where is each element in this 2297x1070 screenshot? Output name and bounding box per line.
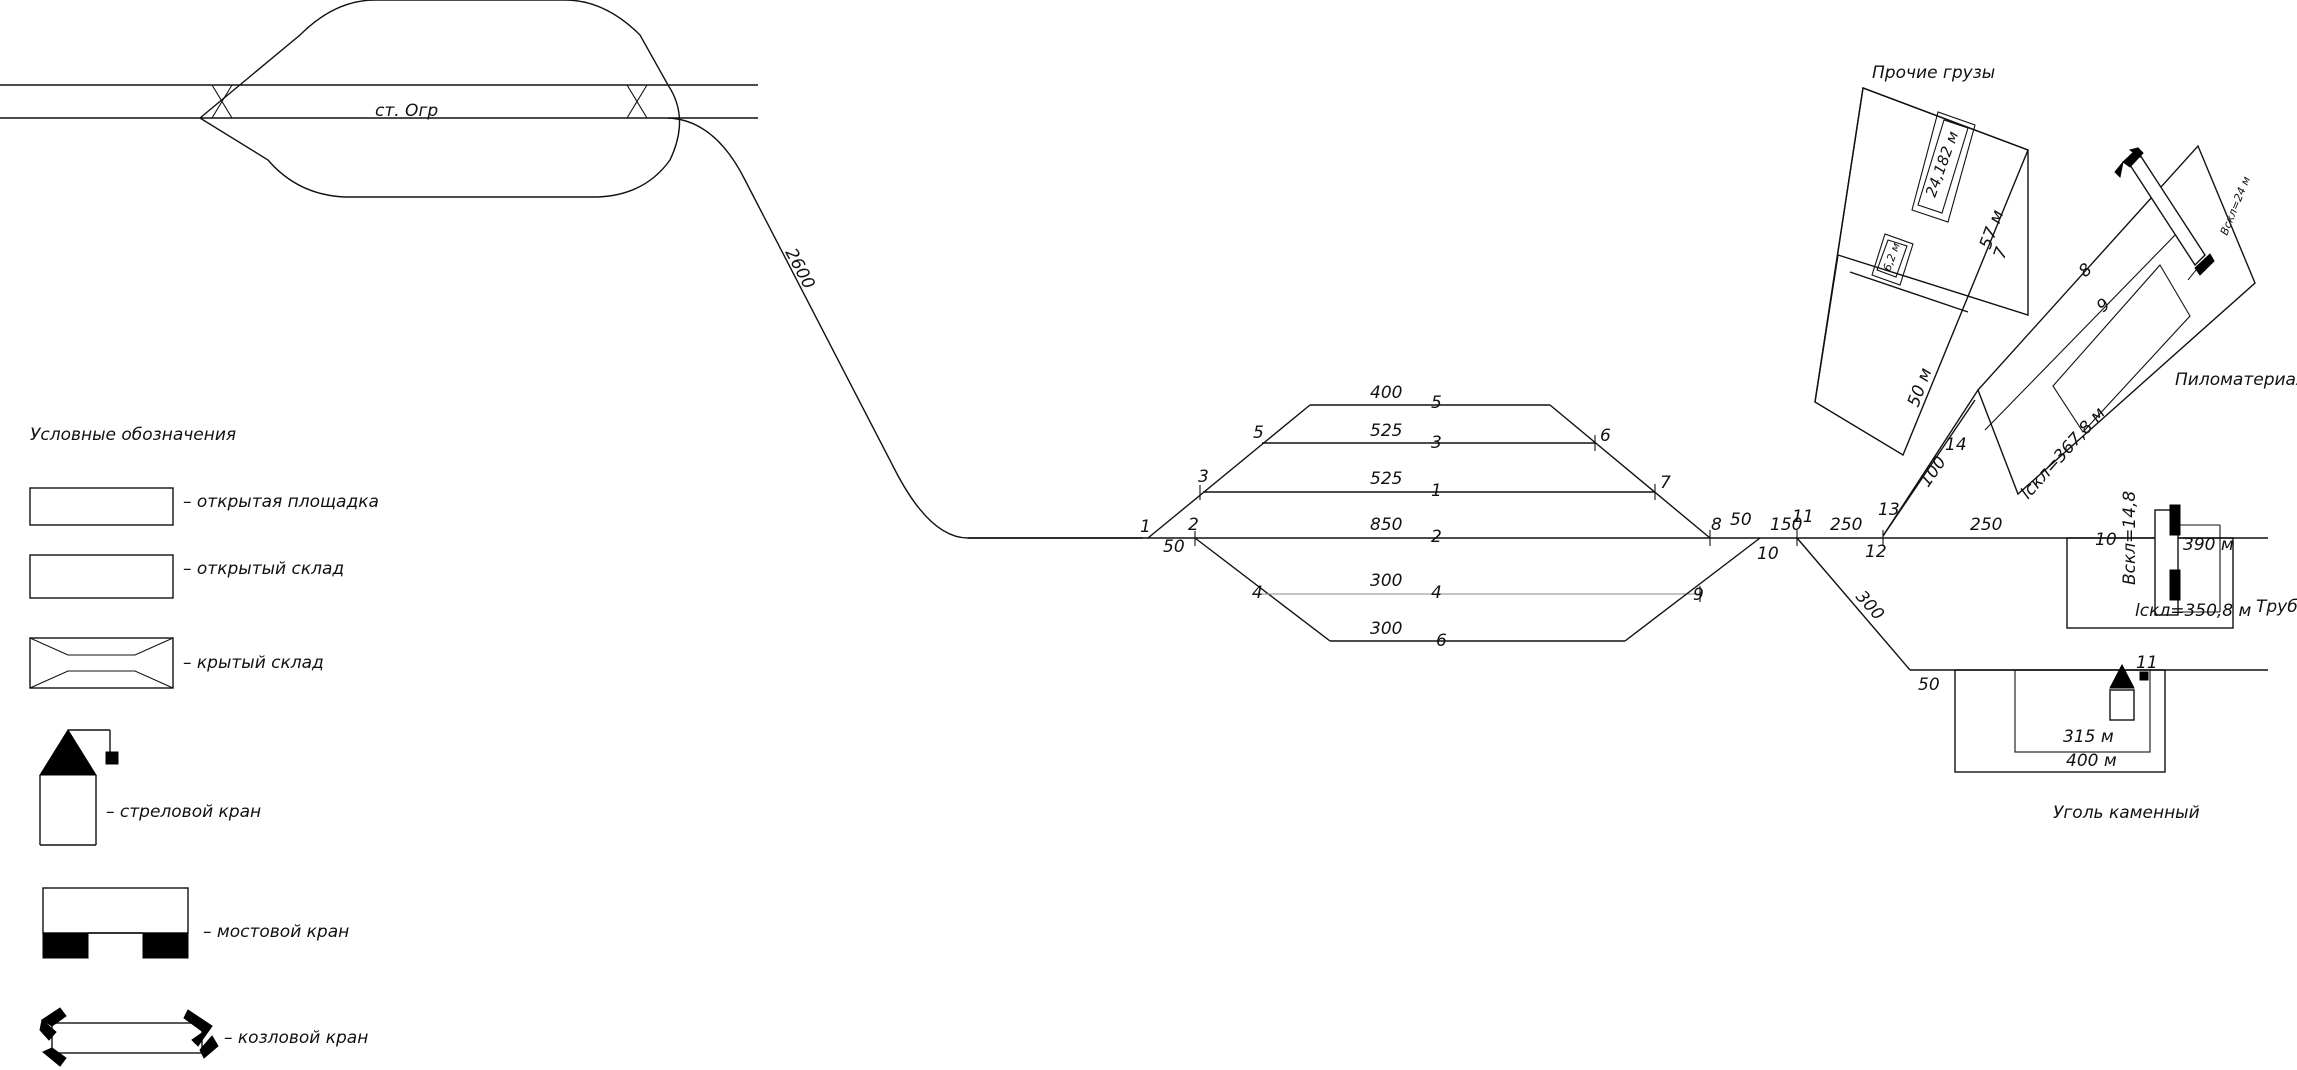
coal-inner-length: 315 м: [2063, 727, 2114, 747]
pipes-lskl: lскл=350,8 м: [2135, 601, 2252, 621]
track-5-length: 400: [1370, 383, 1402, 403]
coal-outer-length: 400 м: [2066, 751, 2117, 771]
pipes-label-10: 10: [2095, 530, 2117, 550]
track-3-number: 3: [1431, 433, 1442, 453]
legend-bridge-crane-label: – мостовой кран: [203, 922, 349, 942]
legend-jib-crane-label: – стреловой кран: [106, 802, 261, 822]
yard-label-12: 12: [1865, 542, 1887, 562]
legend-jib-crane-icon: [39, 729, 119, 846]
switch-5: 5: [1253, 423, 1264, 443]
yard-label-250b: 250: [1970, 515, 2002, 535]
pipes-length: 390 м: [2183, 535, 2234, 555]
other-cargo-len2: 50 м: [1904, 365, 1936, 409]
yard-label-50: 50: [1163, 537, 1185, 557]
coal-title: Уголь каменный: [2053, 803, 2200, 823]
switch-4: 4: [1252, 583, 1263, 603]
switch-9: 9: [1693, 585, 1704, 605]
yard-label-250: 250: [1830, 515, 1862, 535]
yard-label-1: 1: [1140, 517, 1151, 537]
track-6-number: 6: [1436, 631, 1447, 651]
track-2-length: 850: [1370, 515, 1402, 535]
connector-line: 2600: [667, 117, 1143, 539]
track-5-number: 5: [1431, 393, 1442, 413]
legend-gantry-crane-icon: [39, 1007, 219, 1067]
yard-label-13: 13: [1878, 500, 1900, 520]
switch-8: 8: [1711, 515, 1722, 535]
switch-6: 6: [1600, 426, 1611, 446]
track-2-number: 2: [1431, 527, 1442, 547]
track-3-length: 525: [1370, 421, 1402, 441]
coal-label-50: 50: [1918, 675, 1940, 695]
timber-track-9: 9: [2093, 295, 2114, 317]
track-4-number: 4: [1431, 583, 1442, 603]
yard-label-10: 10: [1757, 544, 1779, 564]
other-cargo-num: 7: [1990, 245, 2013, 262]
timber-title: Пиломатериалы: [2175, 370, 2297, 390]
timber-lskl: lскл=367,8 м: [2017, 403, 2110, 503]
legend: Условные обозначения – открытая площадка…: [29, 425, 379, 1067]
other-cargo-dim1: 24,182 м: [1922, 129, 1962, 200]
track-1-length: 525: [1370, 469, 1402, 489]
yard-label-14: 14: [1945, 435, 1967, 455]
station-name: ст. Огр: [375, 101, 438, 121]
track-6-length: 300: [1370, 619, 1402, 639]
yard-label-11: 11: [1792, 507, 1814, 527]
pipes-zone: Bскл=14,8 lскл=350,8 м 390 м 10 Трубы: [2066, 491, 2297, 629]
track-1-number: 1: [1431, 481, 1442, 501]
yard-label-50b: 50: [1730, 510, 1752, 530]
pipes-title: Трубы: [2256, 597, 2297, 617]
legend-open-area-label: – открытая площадка: [183, 492, 379, 512]
legend-covered-store-swatch: [29, 637, 174, 689]
other-cargo-len1: 57 м: [1976, 207, 2008, 251]
switch-3: 3: [1198, 467, 1209, 487]
yard-label-150: 150: [1770, 515, 1802, 535]
legend-gantry-crane-label: – козловой кран: [224, 1028, 368, 1048]
branch-length-300: 300: [1851, 587, 1888, 625]
connector-length: 2600: [781, 245, 819, 293]
legend-covered-store-label: – крытый склад: [183, 653, 324, 673]
other-cargo-zone: Прочие грузы 24,182 м 6,2 м 57 м 7 50 м: [1814, 63, 2029, 537]
legend-title: Условные обозначения: [30, 425, 236, 445]
other-cargo-title: Прочие грузы: [1872, 63, 1995, 83]
coal-label-11: 11: [2136, 653, 2158, 673]
coal-zone: 11 315 м 400 м Уголь каменный: [1954, 653, 2200, 823]
legend-open-store-swatch: [29, 554, 174, 599]
legend-open-store-label: – открытый склад: [183, 559, 344, 579]
yard-label-2: 2: [1188, 515, 1199, 535]
switch-7: 7: [1660, 473, 1671, 493]
station-ogr: ст. Огр: [0, 0, 758, 198]
legend-bridge-crane-icon: [42, 887, 189, 959]
pipes-bskl: Bскл=14,8: [2120, 491, 2140, 585]
legend-open-area-swatch: [29, 487, 174, 526]
track-4-length: 300: [1370, 571, 1402, 591]
yard: 1 2 50 400 5 525 3 525 1 850 2 300 4 300…: [968, 383, 2268, 651]
gantry-crane-icon: [2114, 147, 2215, 281]
